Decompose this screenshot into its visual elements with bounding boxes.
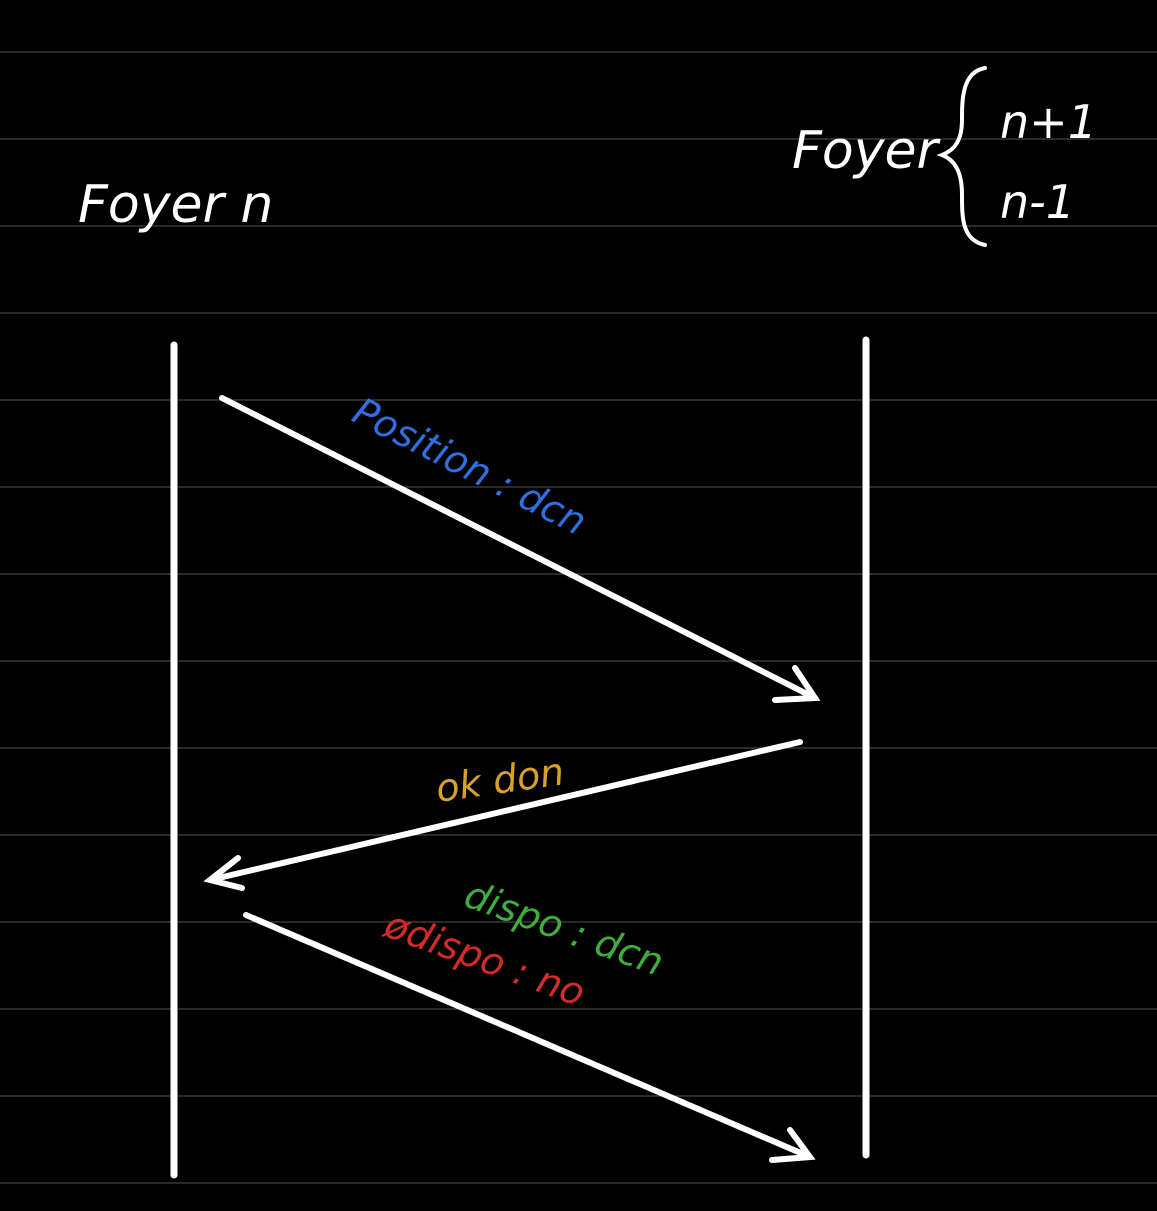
left-actor-label: Foyer n [78, 175, 273, 235]
right-actor-option-2: n-1 [1000, 175, 1075, 229]
right-actor-label: Foyer [792, 121, 941, 181]
ruled-lines [0, 51, 1157, 1184]
message-arrow-2 [203, 739, 803, 891]
message-arrow-1 [219, 395, 821, 703]
curly-brace [936, 66, 987, 247]
message-arrow-3 [243, 912, 816, 1163]
right-actor-option-1: n+1 [1000, 95, 1097, 149]
